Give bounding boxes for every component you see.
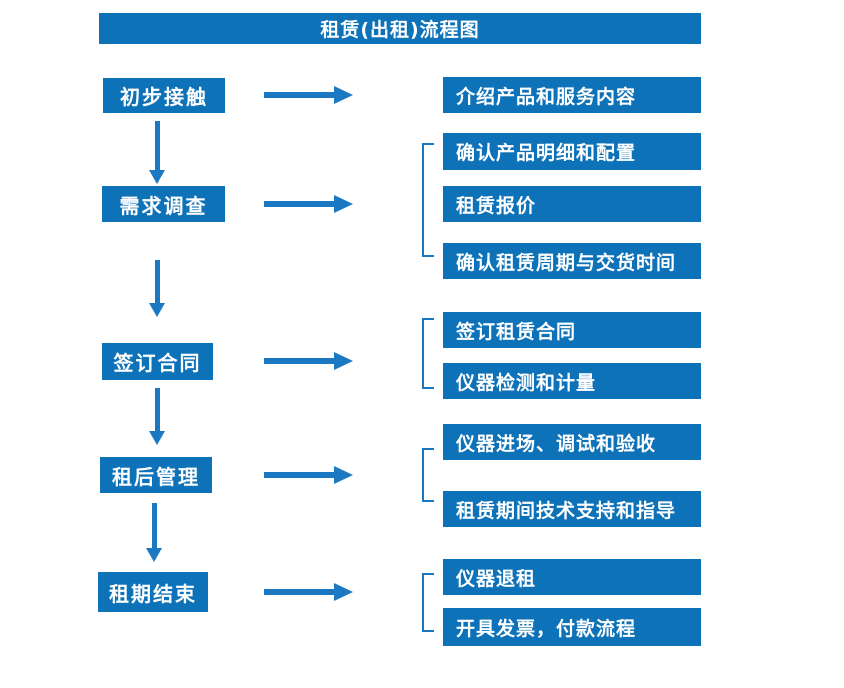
arrow-shaft — [152, 503, 157, 548]
detail-box-confirm-product-details-config: 确认产品明细和配置 — [443, 133, 701, 170]
arrow-head-icon — [149, 303, 165, 317]
step-box-sign-contract: 签订合同 — [102, 343, 213, 380]
arrow-head-icon — [334, 86, 353, 104]
step-box-rental-end: 租期结束 — [98, 572, 208, 612]
detail-box-sign-rental-contract: 签订租赁合同 — [443, 312, 701, 348]
group-bracket-step2 — [422, 143, 434, 257]
step-box-post-rental-management: 租后管理 — [100, 457, 212, 493]
detail-box-technical-support-guidance: 租赁期间技术支持和指导 — [443, 491, 701, 527]
group-bracket-step4 — [422, 448, 434, 502]
arrow-shaft — [155, 121, 160, 170]
detail-box-instrument-testing-metering: 仪器检测和计量 — [443, 363, 701, 399]
arrow-shaft — [264, 358, 334, 364]
detail-box-rental-quote: 租赁报价 — [443, 186, 701, 222]
arrow-shaft — [155, 260, 160, 303]
arrow-head-icon — [334, 352, 353, 370]
arrow-shaft — [264, 589, 334, 595]
arrow-shaft — [155, 388, 160, 431]
detail-box-instrument-return: 仪器退租 — [443, 559, 701, 595]
step-box-initial-contact: 初步接触 — [103, 78, 225, 113]
arrow-shaft — [264, 472, 334, 478]
arrow-shaft — [264, 201, 334, 207]
arrow-head-icon — [334, 583, 353, 601]
diagram-title: 租赁(出租)流程图 — [320, 19, 480, 41]
step-box-demand-survey: 需求调查 — [102, 186, 225, 222]
group-bracket-step5 — [422, 573, 434, 632]
arrow-head-icon — [146, 548, 162, 562]
group-bracket-step3 — [422, 318, 434, 389]
arrow-head-icon — [149, 431, 165, 445]
arrow-head-icon — [334, 466, 353, 484]
detail-box-introduce-products-services: 介绍产品和服务内容 — [443, 77, 701, 113]
detail-box-confirm-rental-period-delivery: 确认租赁周期与交货时间 — [443, 243, 701, 279]
arrow-shaft — [264, 92, 334, 98]
diagram-title-bar: 租赁(出租)流程图 — [99, 13, 701, 44]
detail-box-instrument-entry-debug-acceptance: 仪器进场、调试和验收 — [443, 424, 701, 460]
arrow-head-icon — [149, 170, 165, 184]
detail-box-invoice-payment-process: 开具发票，付款流程 — [443, 608, 701, 646]
arrow-head-icon — [334, 195, 353, 213]
